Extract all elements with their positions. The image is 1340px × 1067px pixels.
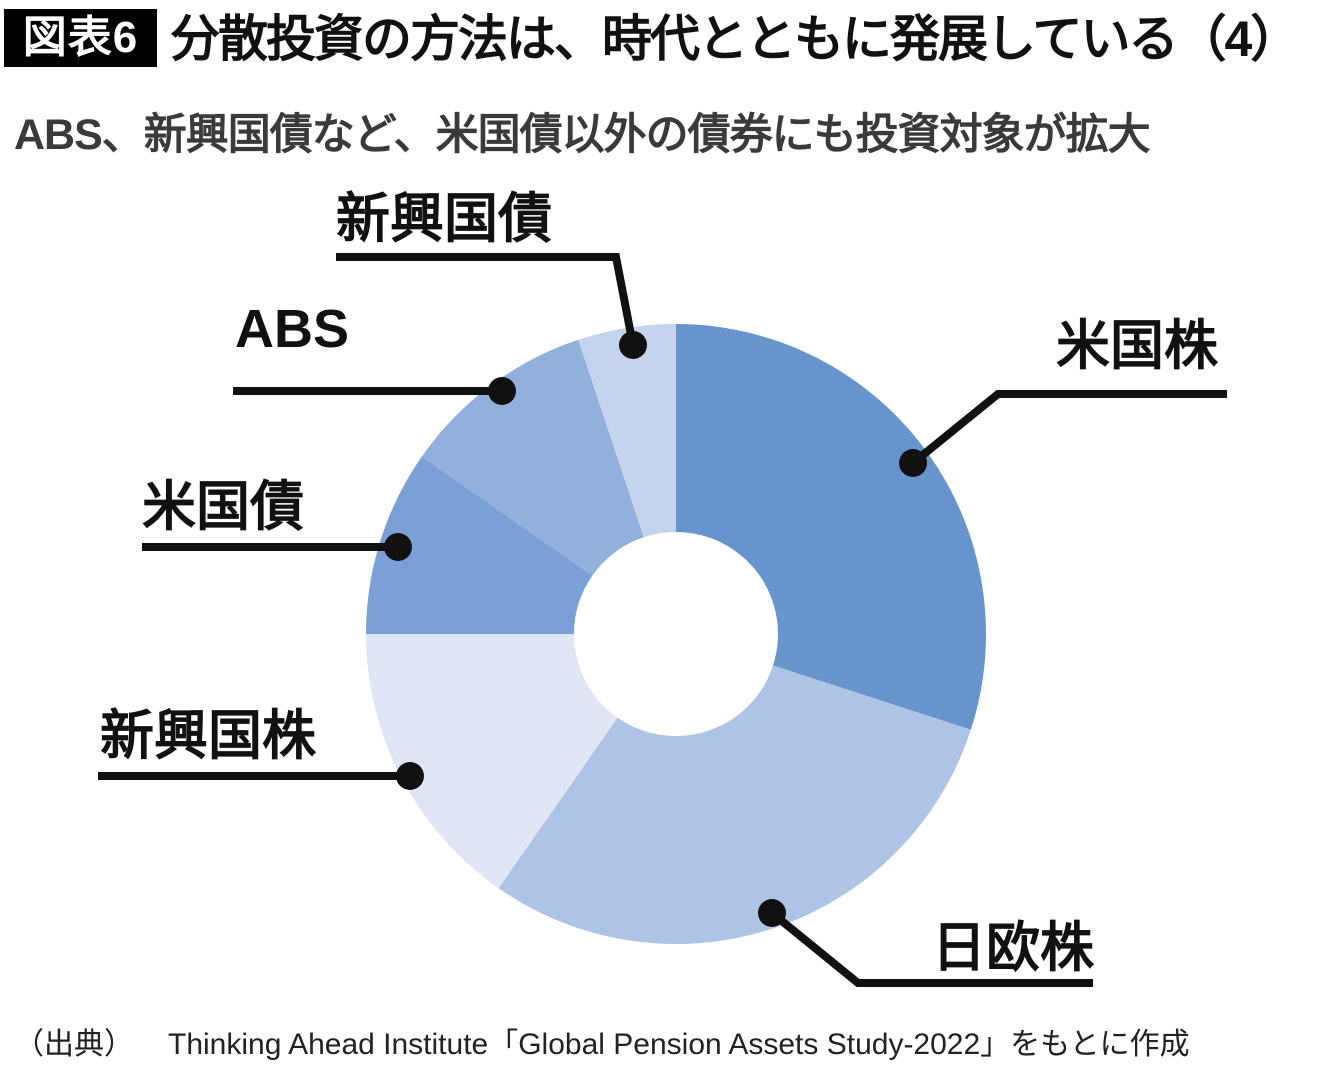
leader-line-us-equity (910, 390, 1227, 467)
leader-dot-us-bonds (384, 533, 412, 561)
leader-dot-emerging-bonds (619, 331, 647, 359)
figure-number-badge: 図表6 (4, 9, 157, 67)
figure-title: 分散投資の方法は、時代とともに発展している（4） (170, 11, 1300, 67)
donut-segment-japan-europe-equity (498, 665, 971, 945)
leader-dot-emerging-equity (396, 762, 424, 790)
source-note: （出典） Thinking Ahead Institute「Global Pens… (14, 1019, 1190, 1063)
donut-segment-emerging-equity (365, 634, 618, 889)
leader-dot-us-equity (899, 449, 927, 477)
leader-dot-abs (488, 377, 516, 405)
leader-line-japan-europe-equity (769, 909, 1093, 987)
donut-segment-emerging-bonds (578, 324, 676, 538)
segment-label-emerging-bonds: 新興国債 (336, 189, 552, 249)
leader-dot-japan-europe-equity (758, 899, 786, 927)
donut-segments (365, 324, 987, 945)
segment-label-us-equity: 米国株 (1056, 316, 1218, 376)
donut-segment-abs (421, 339, 644, 576)
source-text: Thinking Ahead Institute「Global Pension … (168, 1028, 1190, 1061)
leader-lines (98, 253, 1227, 987)
segment-label-us-bonds: 米国債 (142, 477, 304, 537)
donut-segment-us-bonds (366, 456, 593, 634)
leader-line-emerging-bonds (336, 253, 637, 346)
leader-dots (384, 331, 927, 927)
figure-subtitle: ABS、新興国債など、米国債以外の債券にも投資対象が拡大 (14, 111, 1151, 159)
segment-label-japan-europe-equity: 日欧株 (932, 918, 1094, 978)
donut-segment-us-equity (676, 324, 987, 730)
segment-label-abs: ABS (235, 299, 350, 359)
source-prefix: （出典） (14, 1028, 134, 1061)
segment-label-emerging-equity: 新興国株 (100, 706, 316, 766)
